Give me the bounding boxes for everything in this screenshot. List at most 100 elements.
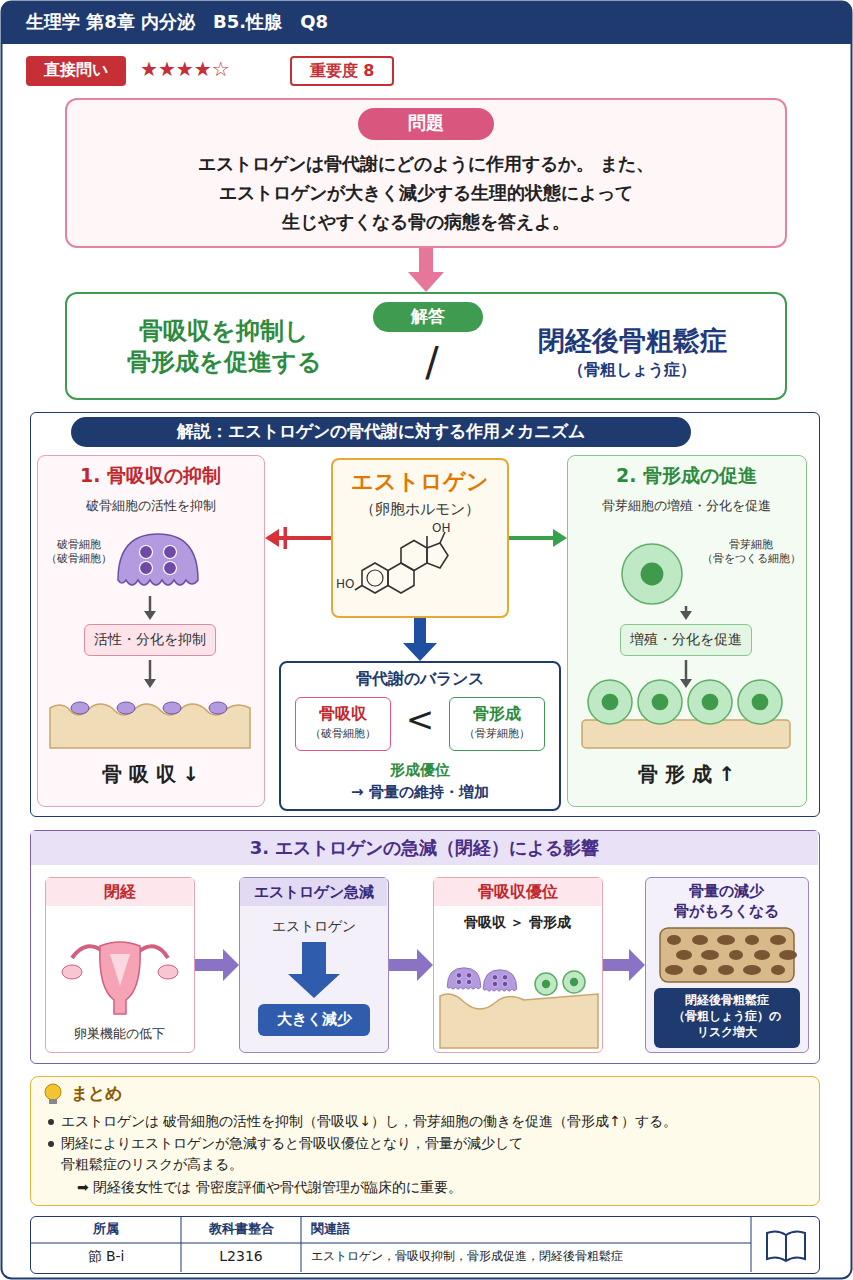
resorbing-cell (117, 702, 135, 714)
osteoblast (563, 971, 585, 993)
summary-box-text: ➡ 閉経後女性では 骨密度評価や骨代謝管理が臨床的に重要。 (77, 1177, 777, 1198)
summary-box: まとめエストロゲンは 破骨細胞の活性を抑制（骨吸収↓）し，骨芽細胞の働きを促進（… (30, 1076, 820, 1206)
pore (701, 950, 719, 960)
resorption-box: 骨吸収（破骨細胞） (295, 697, 391, 751)
answer-pill-text: 解答 (373, 306, 483, 327)
table-rule (181, 1217, 182, 1272)
resorption-panel-text: 破骨細胞 （破骨細胞） (44, 538, 114, 567)
pore (665, 965, 683, 975)
resorption-panel-text: 破骨細胞の活性を抑制 (38, 498, 263, 514)
ho-group: HO (336, 577, 354, 591)
nucleus (140, 562, 153, 575)
nucleus (492, 975, 497, 980)
pore (717, 935, 735, 945)
decrease-box: 大きく減少 (258, 1004, 370, 1036)
question-pill-text: 問題 (358, 112, 494, 135)
formation-panel: 2. 骨形成の促進骨芽細胞の増殖・分化を促進骨芽細胞 （骨をつくる細胞）骨 形 … (567, 455, 807, 807)
tag-badge: 直接問い (26, 56, 126, 86)
pore (771, 965, 785, 975)
decrease-arrow (288, 942, 340, 998)
ho-bond (355, 586, 362, 591)
osteoblast (588, 680, 632, 724)
osteoclast (483, 970, 517, 991)
osteoclast (118, 534, 198, 585)
table-rule (31, 1243, 751, 1244)
arrow-head (680, 679, 692, 688)
formation-panel-text: 骨 形 成 ↑ (568, 762, 805, 787)
nucleus (492, 981, 497, 986)
bulb-base (49, 1099, 57, 1104)
flow-arrow (685, 660, 688, 681)
footer-table-text: 教科書整合 (181, 1221, 301, 1237)
resorbing-cell (163, 702, 181, 714)
pore (676, 950, 692, 960)
bulb-icon (45, 1084, 61, 1100)
balance-box-text: 骨代謝のバランス (281, 669, 559, 689)
answer-pill: 解答 (373, 302, 483, 332)
step-box: 増殖・分化を促進 (620, 624, 752, 656)
resorption-panel-text: 1. 骨吸収の抑制 (38, 464, 263, 488)
osteoclast (447, 968, 481, 989)
formation-box-text: 骨形成 (450, 704, 543, 724)
footer-table-text: L2316 (181, 1248, 301, 1266)
connector-arrow (419, 248, 433, 272)
answer-box-text: 骨吸収を抑制し 骨形成を促進する (89, 316, 359, 378)
pore (770, 935, 786, 945)
answer-box-text: （骨粗しょう症） (497, 360, 767, 380)
nucleus (502, 981, 507, 986)
summary-box-text: 閉経によりエストロゲンが急減すると骨吸収優位となり，骨量が減少して 骨粗鬆症のリ… (61, 1133, 661, 1175)
nucleus (140, 546, 153, 559)
header-title: 生理学 第8章 内分泌 B5.性腺 Q8 (26, 10, 328, 34)
menopause-frame-text: 3. エストロゲンの急減（閉経）による影響 (31, 831, 818, 865)
pore (718, 965, 734, 975)
estrogen-box-text: （卵胞ホルモン） (333, 500, 507, 519)
table-rule (301, 1217, 302, 1272)
nucleus (570, 978, 578, 986)
resorption-box-text: 骨吸収 (296, 704, 389, 724)
decrease-box-text: 大きく減少 (258, 1010, 370, 1029)
formation-box-text: （骨芽細胞） (450, 727, 543, 741)
answer-box: 骨吸収を抑制し 骨形成を促進する / 閉経後骨粗鬆症（骨粗しょう症） 解答 (65, 292, 787, 400)
nucleus (602, 694, 619, 711)
flow-step-text: 閉経 (46, 878, 193, 906)
answer-box-text: / (412, 338, 452, 386)
explanation-frame-text: 解説：エストロゲンの骨代謝に対する作用メカニズム (71, 417, 691, 447)
balance-box-text: < (393, 699, 447, 740)
osteoblast (738, 680, 782, 724)
footer-table-text: 関連語 (311, 1221, 511, 1237)
risk-box: 閉経後骨粗鬆症 （骨粗しょう症）の リスク増大 (654, 988, 800, 1048)
pore (667, 935, 681, 945)
nucleus (542, 980, 550, 988)
footer-table: 所属節 B-i教科書整合L2316関連語エストロゲン，骨吸収抑制，骨形成促進，閉… (30, 1216, 820, 1274)
footer-table-text: エストロゲン，骨吸収抑制，骨形成促進，閉経後骨粗鬆症 (311, 1249, 741, 1264)
flow-arrow (149, 660, 152, 681)
summary-box-text: まとめ (71, 1083, 271, 1104)
flow-arrow (149, 596, 152, 613)
explanation-frame: 解説：エストロゲンの骨代謝に対する作用メカニズム 1. 骨吸収の抑制破骨細胞の活性… (30, 412, 820, 817)
risk-box-text: 閉経後骨粗鬆症 （骨粗しょう症）の リスク増大 (654, 992, 800, 1041)
aromatic-ring (367, 570, 383, 586)
pore (745, 935, 759, 945)
nucleus (466, 979, 471, 984)
importance-badge: 重要度 8 (290, 56, 394, 86)
uterine-cavity (110, 954, 130, 986)
pore (754, 950, 770, 960)
bone-surface (440, 994, 598, 1048)
formation-box: 骨形成 （骨芽細胞） (449, 697, 545, 751)
nucleus (652, 694, 669, 711)
answer-box-text: 閉経後骨粗鬆症 (497, 324, 767, 358)
flow-step-text: 骨量の減少 骨がもろくなる (646, 882, 807, 921)
steroid-ring (427, 543, 448, 568)
nucleus (702, 694, 719, 711)
pore (693, 965, 707, 975)
flow-step: 骨量の減少 骨がもろくなる閉経後骨粗鬆症 （骨粗しょう症）の リスク増大 (645, 877, 809, 1053)
methyl-bond (426, 536, 428, 548)
balance-box: 骨代謝のバランス<形成優位→ 骨量の維持・増加骨吸収（破骨細胞）骨形成（骨芽細胞… (279, 661, 561, 811)
estrogen-box: エストロゲン（卵胞ホルモン） (331, 458, 509, 618)
ovary (158, 965, 178, 979)
flow-step-text: 骨吸収 ＞ 骨形成 (434, 914, 601, 932)
osteoblast (622, 544, 682, 604)
question-box: エストロゲンは骨代謝にどのように作用するか。 また、エストロゲンが大きく減少する… (65, 98, 787, 248)
osteoblast (638, 680, 682, 724)
